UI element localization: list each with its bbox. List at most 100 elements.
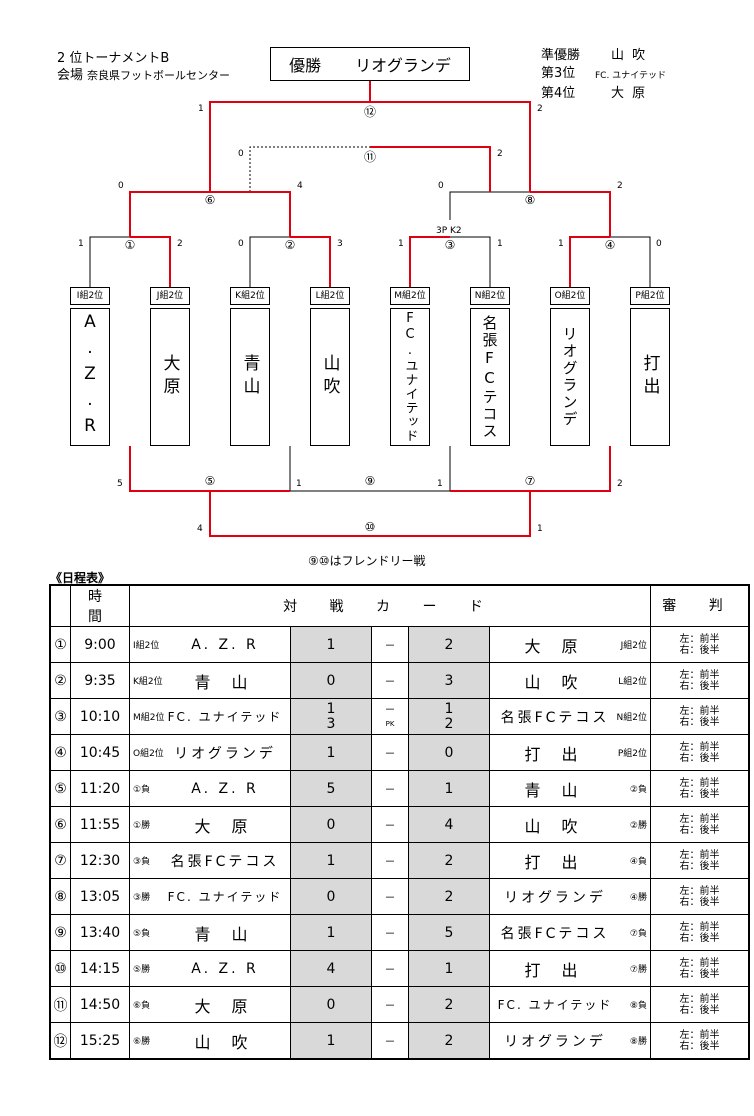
ranking-label: 第3位 <box>541 66 576 81</box>
home-tag: ⑥負 <box>133 1001 151 1011</box>
score: 1 <box>437 479 443 489</box>
header-referee: 審 判 <box>650 584 750 627</box>
home-tag: ①勝 <box>133 821 151 831</box>
match-number: ⑧ <box>522 193 538 207</box>
score-away: 2 <box>444 1032 454 1049</box>
match-number: ② <box>282 238 298 252</box>
referee-line2: 右：後半 <box>679 860 720 872</box>
referee-line1: 左：前半 <box>679 1029 720 1041</box>
ranking-team: 山 吹 <box>611 48 648 63</box>
score: 1 <box>198 104 204 114</box>
dash-cell: － <box>371 662 409 699</box>
away-team: 打 出 <box>524 852 586 872</box>
score: 1 <box>78 239 84 249</box>
away-score-cell: 1 <box>408 770 490 807</box>
home-tag: ⑤負 <box>133 929 151 939</box>
match-index: ⑩ <box>49 950 71 987</box>
venue-name: 奈良県フットボールセンター <box>87 69 231 82</box>
dash-cell: － <box>371 626 409 663</box>
match-time: 13:40 <box>70 914 130 951</box>
score-away: 1 <box>444 960 454 977</box>
pk-label: PK <box>385 719 395 728</box>
score-home: 0 <box>326 888 336 905</box>
dash-cell: － <box>371 806 409 843</box>
home-team: FC. ユナイテッド <box>167 890 283 904</box>
away-score-cell: 2 <box>408 1022 490 1060</box>
home-cell: ③負名張FCテコス <box>129 842 291 879</box>
match-index: ⑦ <box>49 842 71 879</box>
dash-cell: － <box>371 914 409 951</box>
winner-line <box>450 446 611 492</box>
bracket-line <box>249 236 290 287</box>
match-time: 14:15 <box>70 950 130 987</box>
team-name: 名張FCテコス <box>480 314 499 440</box>
header-blank <box>49 584 71 627</box>
score-home: 1 <box>326 1032 336 1049</box>
referee-cell: 左：前半右：後半 <box>650 662 750 699</box>
away-score-cell: 2 <box>408 626 490 663</box>
match-time: 15:25 <box>70 1022 130 1060</box>
score-away: 5 <box>444 924 454 941</box>
match-index: ③ <box>49 698 71 735</box>
match-number: ⑤ <box>202 474 218 488</box>
home-team: A. Z. R <box>191 780 259 797</box>
match-number: ⑨ <box>362 474 378 488</box>
match-time: 9:00 <box>70 626 130 663</box>
home-team: A. Z. R <box>191 636 259 653</box>
score-home: 1 <box>326 700 336 717</box>
score-home: 5 <box>326 780 336 797</box>
referee-line2: 右：後半 <box>679 1004 720 1016</box>
team-name: FC.ユナイテッド <box>402 311 418 443</box>
match-index: ⑤ <box>49 770 71 807</box>
match-number: ⑥ <box>202 193 218 207</box>
home-team: 大 原 <box>194 996 256 1016</box>
score-away: 1 <box>444 780 454 797</box>
score: 3 <box>337 239 343 249</box>
away-team: 名張FCテコス <box>500 925 610 942</box>
away-team: 青 山 <box>524 780 586 800</box>
match-index: ⑨ <box>49 914 71 951</box>
team-box: 打出 <box>630 308 670 446</box>
dash: － <box>384 998 396 1012</box>
dash-cell: － <box>371 734 409 771</box>
match-time: 11:20 <box>70 770 130 807</box>
champion-label: 優勝 <box>289 56 322 75</box>
score: 1 <box>398 239 404 249</box>
home-cell: ⑥勝山 吹 <box>129 1022 291 1060</box>
winner-line <box>209 491 531 537</box>
dash: － <box>384 1034 396 1048</box>
home-team: 青 山 <box>194 924 256 944</box>
tournament-title: 2 位トーナメントB <box>57 51 170 66</box>
away-tag: P組2位 <box>617 749 647 759</box>
referee-line2: 右：後半 <box>679 1040 720 1052</box>
away-team: 打 出 <box>524 960 586 980</box>
referee-line1: 左：前半 <box>679 777 720 789</box>
home-team: A. Z. R <box>191 960 259 977</box>
away-score-cell: 1 <box>408 950 490 987</box>
team-box: FC.ユナイテッド <box>390 308 430 446</box>
away-score-cell: 2 <box>408 878 490 915</box>
home-score-cell: 4 <box>290 950 372 987</box>
tournament-bracket-lines <box>89 81 651 537</box>
match-time: 11:55 <box>70 806 130 843</box>
away-score-cell: 4 <box>408 806 490 843</box>
dash-cell: －PK <box>371 698 409 735</box>
referee-cell: 左：前半右：後半 <box>650 842 750 879</box>
pk-score: 3P K2 <box>436 226 462 236</box>
venue-label: 会場 <box>57 68 84 83</box>
team-name: 打出 <box>639 354 660 400</box>
referee-line2: 右：後半 <box>679 716 720 728</box>
home-team: 大 原 <box>194 816 256 836</box>
referee-cell: 左：前半右：後半 <box>650 914 750 951</box>
team-box: 大原 <box>150 308 190 446</box>
friendly-note: ⑨⑩はフレンドリー戦 <box>308 554 426 568</box>
referee-line2: 右：後半 <box>679 752 720 764</box>
away-tag: ⑧勝 <box>629 1037 647 1047</box>
score-away: 0 <box>444 744 454 761</box>
referee-cell: 左：前半右：後半 <box>650 770 750 807</box>
